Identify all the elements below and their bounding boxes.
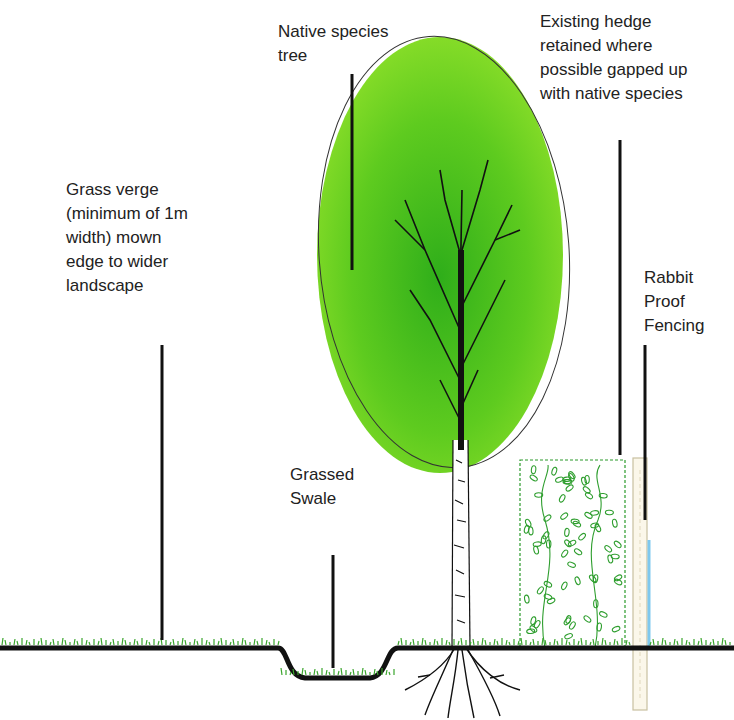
fence-label: Rabbit Proof Fencing <box>644 266 724 338</box>
rabbit-mesh <box>648 540 651 648</box>
tree-canopy <box>317 37 563 473</box>
leader-lines <box>162 74 645 668</box>
ground-line <box>0 648 734 678</box>
tree-roots <box>405 648 520 718</box>
tree-trunk <box>452 440 470 648</box>
leader-line <box>161 345 164 640</box>
tree-label: Native species tree <box>278 20 408 68</box>
leader-line <box>619 140 622 455</box>
tree-stem <box>458 250 464 450</box>
leader-line <box>644 345 647 520</box>
tree-branches <box>395 160 520 470</box>
leader-line <box>332 555 335 668</box>
grass <box>2 638 730 675</box>
hedge-label: Existing hedge retained where possible g… <box>540 10 700 106</box>
hedge-leaves <box>524 465 623 648</box>
hedge-outline <box>520 460 625 648</box>
verge-label: Grass verge (minimum of 1m width) mown e… <box>66 178 196 298</box>
leader-line <box>351 74 354 270</box>
swale-label: Grassed Swale <box>290 463 370 511</box>
